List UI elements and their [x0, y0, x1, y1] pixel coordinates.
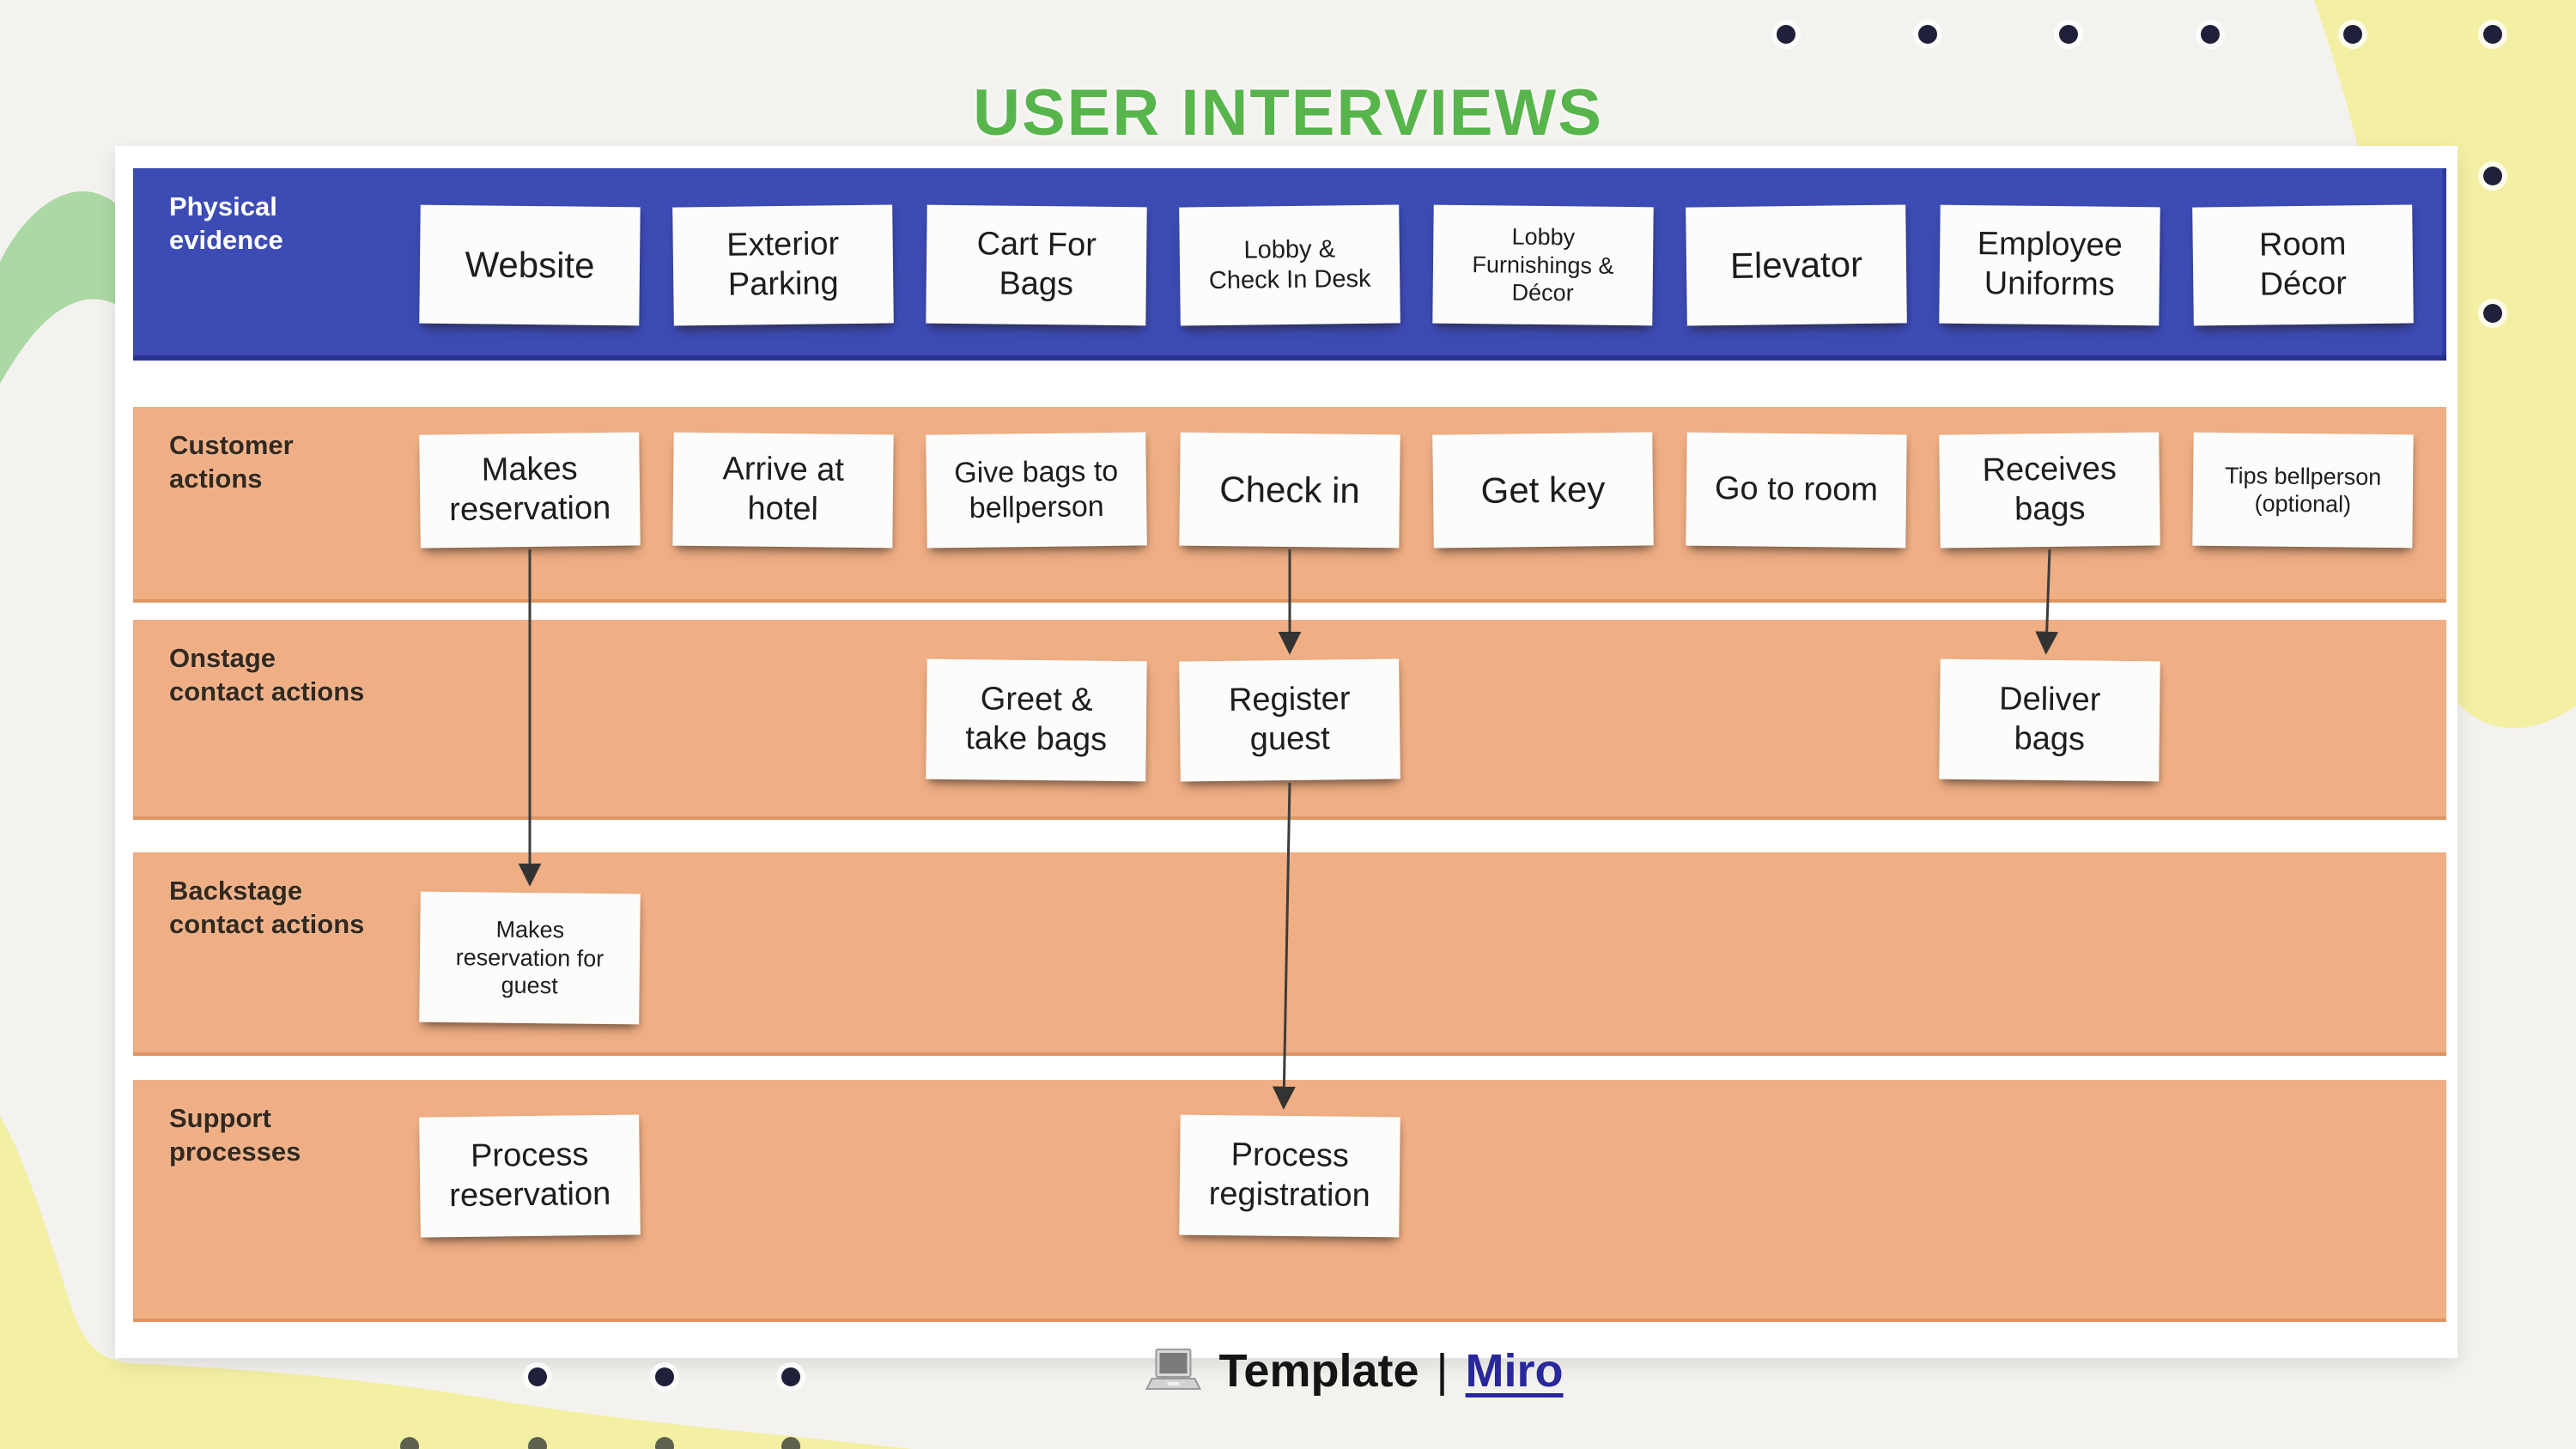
- sticky-note[interactable]: Check in: [1179, 432, 1400, 549]
- decor-dot: [2343, 25, 2362, 44]
- decor-dot: [2483, 167, 2502, 185]
- sticky-note-text: Get key: [1480, 468, 1606, 511]
- decor-dot: [1777, 25, 1795, 44]
- sticky-note-text: Room Décor: [2258, 226, 2348, 303]
- lane-label: Support processes: [169, 1103, 301, 1167]
- sticky-note[interactable]: Register guest: [1179, 658, 1400, 782]
- decor-dot: [2483, 25, 2502, 44]
- sticky-note[interactable]: Deliver bags: [1939, 658, 2160, 782]
- decor-dot: [528, 1437, 547, 1449]
- footer-credit: Template | Miro: [1145, 1344, 1564, 1397]
- sticky-note[interactable]: Makes reservation: [419, 432, 641, 549]
- sticky-note-text: Lobby Furnishings & Décor: [1472, 224, 1614, 306]
- sticky-note-text: Lobby & Check In Desk: [1208, 235, 1371, 295]
- lane-label: Physical evidence: [169, 191, 283, 255]
- sticky-note[interactable]: Makes reservation for guest: [419, 891, 641, 1025]
- decor-dot: [528, 1367, 547, 1386]
- template-label: Template: [1218, 1345, 1419, 1397]
- sticky-note-text: Give bags to bellperson: [954, 455, 1119, 524]
- sticky-note-text: Elevator: [1729, 243, 1863, 286]
- sticky-note-text: Exterior Parking: [726, 226, 840, 303]
- sticky-note-text: Arrive at hotel: [722, 451, 845, 528]
- sticky-note[interactable]: Lobby & Check In Desk: [1179, 204, 1400, 326]
- lane-label: Backstage contact actions: [169, 876, 365, 939]
- decor-dot: [400, 1437, 419, 1449]
- separator: |: [1436, 1345, 1449, 1397]
- decor-dot: [781, 1437, 800, 1449]
- sticky-note[interactable]: Website: [419, 204, 641, 326]
- sticky-note[interactable]: Arrive at hotel: [672, 432, 894, 549]
- sticky-note[interactable]: Get key: [1432, 432, 1654, 549]
- lane-label: Onstage contact actions: [169, 643, 365, 706]
- miro-link[interactable]: Miro: [1465, 1345, 1564, 1397]
- page-title: USER INTERVIEWS: [973, 76, 1603, 149]
- sticky-note-text: Go to room: [1714, 470, 1879, 509]
- decor-dot: [2201, 25, 2220, 44]
- sticky-note-text: Check in: [1219, 468, 1360, 511]
- decor-dot: [2059, 25, 2078, 44]
- blueprint-canvas: Physical evidence Website Exterior Parki…: [115, 146, 2458, 1358]
- sticky-note-text: Website: [465, 244, 595, 286]
- sticky-note-text: Makes reservation for guest: [455, 916, 605, 999]
- lane-label: Customer actions: [169, 430, 294, 494]
- sticky-note[interactable]: Room Décor: [2192, 204, 2414, 326]
- sticky-note[interactable]: Process registration: [1179, 1114, 1400, 1238]
- sticky-note[interactable]: Tips bellperson (optional): [2192, 432, 2414, 549]
- decor-dot: [1918, 25, 1937, 44]
- sticky-note[interactable]: Employee Uniforms: [1939, 204, 2160, 326]
- decor-dot: [2483, 304, 2502, 323]
- sticky-note-text: Employee Uniforms: [1977, 226, 2123, 303]
- sticky-note-text: Greet & take bags: [965, 681, 1108, 758]
- decor-dot: [655, 1367, 674, 1386]
- sticky-note-text: Tips bellperson (optional): [2224, 462, 2382, 518]
- sticky-note[interactable]: Cart For Bags: [926, 204, 1147, 326]
- sticky-note-text: Process reservation: [449, 1137, 611, 1215]
- sticky-note[interactable]: Give bags to bellperson: [926, 432, 1147, 549]
- sticky-note-text: Deliver bags: [1998, 681, 2101, 758]
- decor-dot: [655, 1437, 674, 1449]
- sticky-note[interactable]: Elevator: [1686, 204, 1907, 326]
- laptop-icon: [1145, 1349, 1202, 1390]
- sticky-note[interactable]: Exterior Parking: [672, 204, 894, 326]
- sticky-note-text: Makes reservation: [449, 451, 611, 529]
- sticky-note-text: Receives bags: [1982, 451, 2117, 528]
- decor-dot: [781, 1367, 800, 1386]
- sticky-note-text: Process registration: [1208, 1137, 1370, 1214]
- yellow-corner-blob-bottom-left: [0, 1116, 912, 1449]
- green-wave-blob: [0, 191, 146, 384]
- sticky-note[interactable]: Go to room: [1686, 432, 1907, 549]
- sticky-note-text: Cart For Bags: [976, 226, 1097, 303]
- sticky-note-text: Register guest: [1228, 681, 1351, 758]
- sticky-note[interactable]: Process reservation: [419, 1114, 641, 1238]
- sticky-note[interactable]: Receives bags: [1939, 432, 2160, 549]
- sticky-note[interactable]: Greet & take bags: [926, 658, 1147, 782]
- sticky-note[interactable]: Lobby Furnishings & Décor: [1432, 204, 1654, 326]
